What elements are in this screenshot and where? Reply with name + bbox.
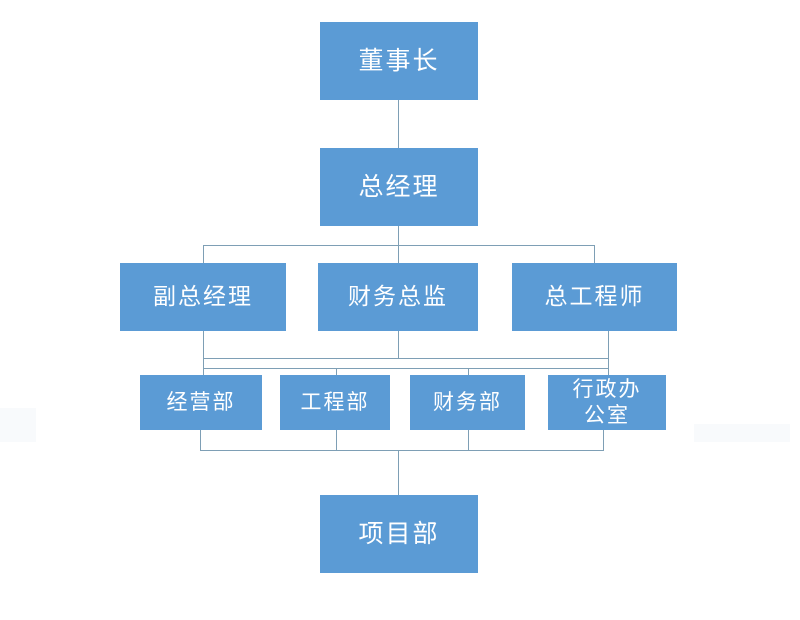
- node-chairman[interactable]: 董事长: [320, 22, 478, 100]
- connector-bus-to-finance-dept: [468, 368, 469, 376]
- node-general-manager[interactable]: 总经理: [320, 148, 478, 226]
- connector-chairman-to-gm: [398, 100, 399, 148]
- connector-finance-director-drop: [398, 331, 399, 359]
- connector-bus-to-operations-dept: [203, 368, 204, 376]
- connector-level5-bus: [200, 450, 604, 451]
- connector-bus-to-chief-engineer: [594, 245, 595, 264]
- raster-artifact-right: [694, 424, 790, 442]
- node-operations-dept[interactable]: 经营部: [140, 375, 262, 430]
- node-chief-engineer[interactable]: 总工程师: [512, 263, 677, 331]
- connector-deputy-gm-drop: [203, 331, 204, 359]
- connector-level4-bus-link: [203, 358, 204, 369]
- connector-bus-to-admin-office: [608, 368, 609, 376]
- connector-bus-to-finance-director: [398, 245, 399, 264]
- connector-bus-to-project-dept: [398, 450, 399, 495]
- connector-finance-dept-drop: [468, 430, 469, 450]
- node-admin-office[interactable]: 行政办 公室: [548, 375, 666, 430]
- node-engineering-dept[interactable]: 工程部: [280, 375, 390, 430]
- connector-operations-dept-drop: [200, 430, 201, 450]
- node-finance-director[interactable]: 财务总监: [318, 263, 478, 331]
- connector-chief-engineer-drop: [608, 331, 609, 369]
- connector-admin-office-drop: [603, 430, 604, 450]
- connector-level4-upper-bus: [203, 358, 609, 359]
- node-project-dept[interactable]: 项目部: [320, 495, 478, 573]
- node-finance-dept[interactable]: 财务部: [410, 375, 525, 430]
- connector-level3-bus: [203, 245, 595, 246]
- raster-artifact-left: [0, 408, 36, 442]
- connector-bus-to-engineering-dept: [336, 368, 337, 376]
- connector-bus-to-deputy-gm: [203, 245, 204, 264]
- connector-engineering-dept-drop: [336, 430, 337, 450]
- connector-gm-drop: [398, 226, 399, 246]
- connector-level4-lower-bus: [203, 368, 608, 369]
- node-deputy-general-manager[interactable]: 副总经理: [120, 263, 286, 331]
